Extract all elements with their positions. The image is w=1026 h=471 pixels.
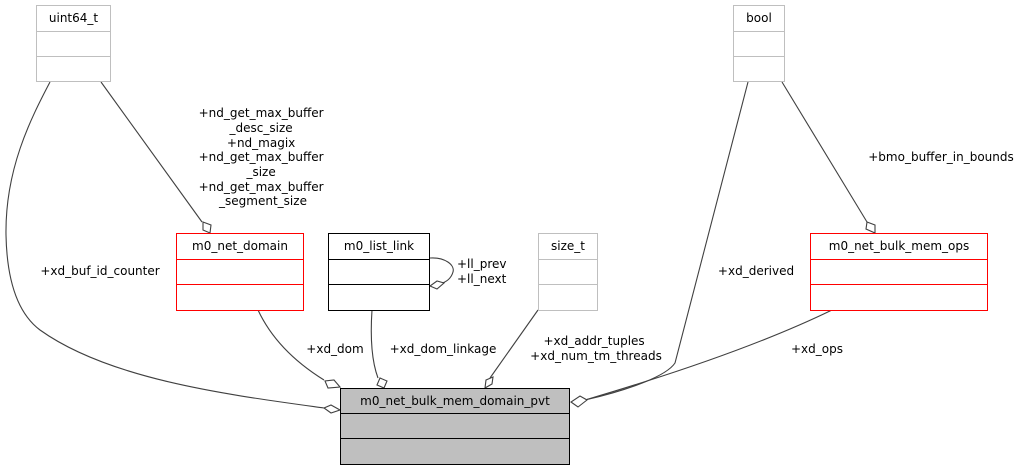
node-size-t[interactable]: size_t — [538, 233, 598, 311]
edge-label-xd-buf-id-counter: +xd_buf_id_counter — [40, 264, 159, 278]
edge-ops-to-main — [584, 309, 833, 401]
edge-label-xd-ops: +xd_ops — [791, 342, 843, 356]
edge-bool-to-ops — [781, 81, 868, 223]
edge-label-uint64-to-domain: +nd_get_max_buffer _desc_size +nd_magix … — [199, 106, 328, 208]
aggregation-diamond-icon — [322, 404, 342, 414]
edge-list-self-loop — [429, 257, 454, 285]
edge-label-ll: +ll_prev +ll_next — [457, 257, 510, 286]
edge-label-xd-dom: +xd_dom — [306, 342, 363, 356]
node-m0-net-bulk-mem-ops[interactable]: m0_net_bulk_mem_ops — [810, 233, 988, 311]
node-title: m0_net_bulk_mem_domain_pvt — [360, 394, 550, 408]
aggregation-diamond-icon — [376, 377, 388, 389]
edge-list-to-main — [370, 309, 379, 379]
node-bool[interactable]: bool — [733, 5, 785, 82]
aggregation-diamond-icon — [324, 379, 342, 389]
edge-size-to-main — [489, 309, 539, 379]
edges — [5, 81, 876, 414]
node-title: uint64_t — [49, 11, 99, 25]
edge-label-xd-derived: +xd_derived — [718, 264, 794, 278]
node-title: size_t — [551, 239, 585, 253]
node-m0-net-bulk-mem-domain-pvt[interactable]: m0_net_bulk_mem_domain_pvt — [340, 388, 570, 465]
edge-domain-to-main — [257, 309, 325, 381]
node-m0-list-link[interactable]: m0_list_link — [328, 233, 430, 311]
edge-uint64-to-domain — [100, 81, 203, 223]
node-title: m0_net_bulk_mem_ops — [829, 239, 970, 253]
aggregation-diamond-icon — [484, 376, 494, 390]
edge-label-xd-dom-linkage: +xd_dom_linkage — [390, 342, 497, 356]
edge-labels: +nd_get_max_buffer _desc_size +nd_magix … — [40, 106, 1013, 363]
aggregation-diamond-icon — [865, 221, 876, 234]
edge-label-xd-addr-tuples: +xd_addr_tuples +xd_num_tm_threads — [530, 334, 662, 363]
edge-uint64-to-main — [5, 81, 325, 409]
edge-label-bmo-buffer-in-bounds: +bmo_buffer_in_bounds — [868, 150, 1014, 164]
node-title: m0_net_domain — [192, 239, 288, 253]
aggregation-diamond-icon — [570, 395, 588, 408]
aggregation-diamond-icon — [202, 221, 212, 234]
node-title: bool — [746, 11, 772, 25]
node-uint64-t[interactable]: uint64_t — [36, 5, 111, 82]
node-m0-net-domain[interactable]: m0_net_domain — [176, 233, 304, 311]
aggregation-diamond-icon — [428, 280, 446, 290]
node-title: m0_list_link — [344, 239, 414, 253]
